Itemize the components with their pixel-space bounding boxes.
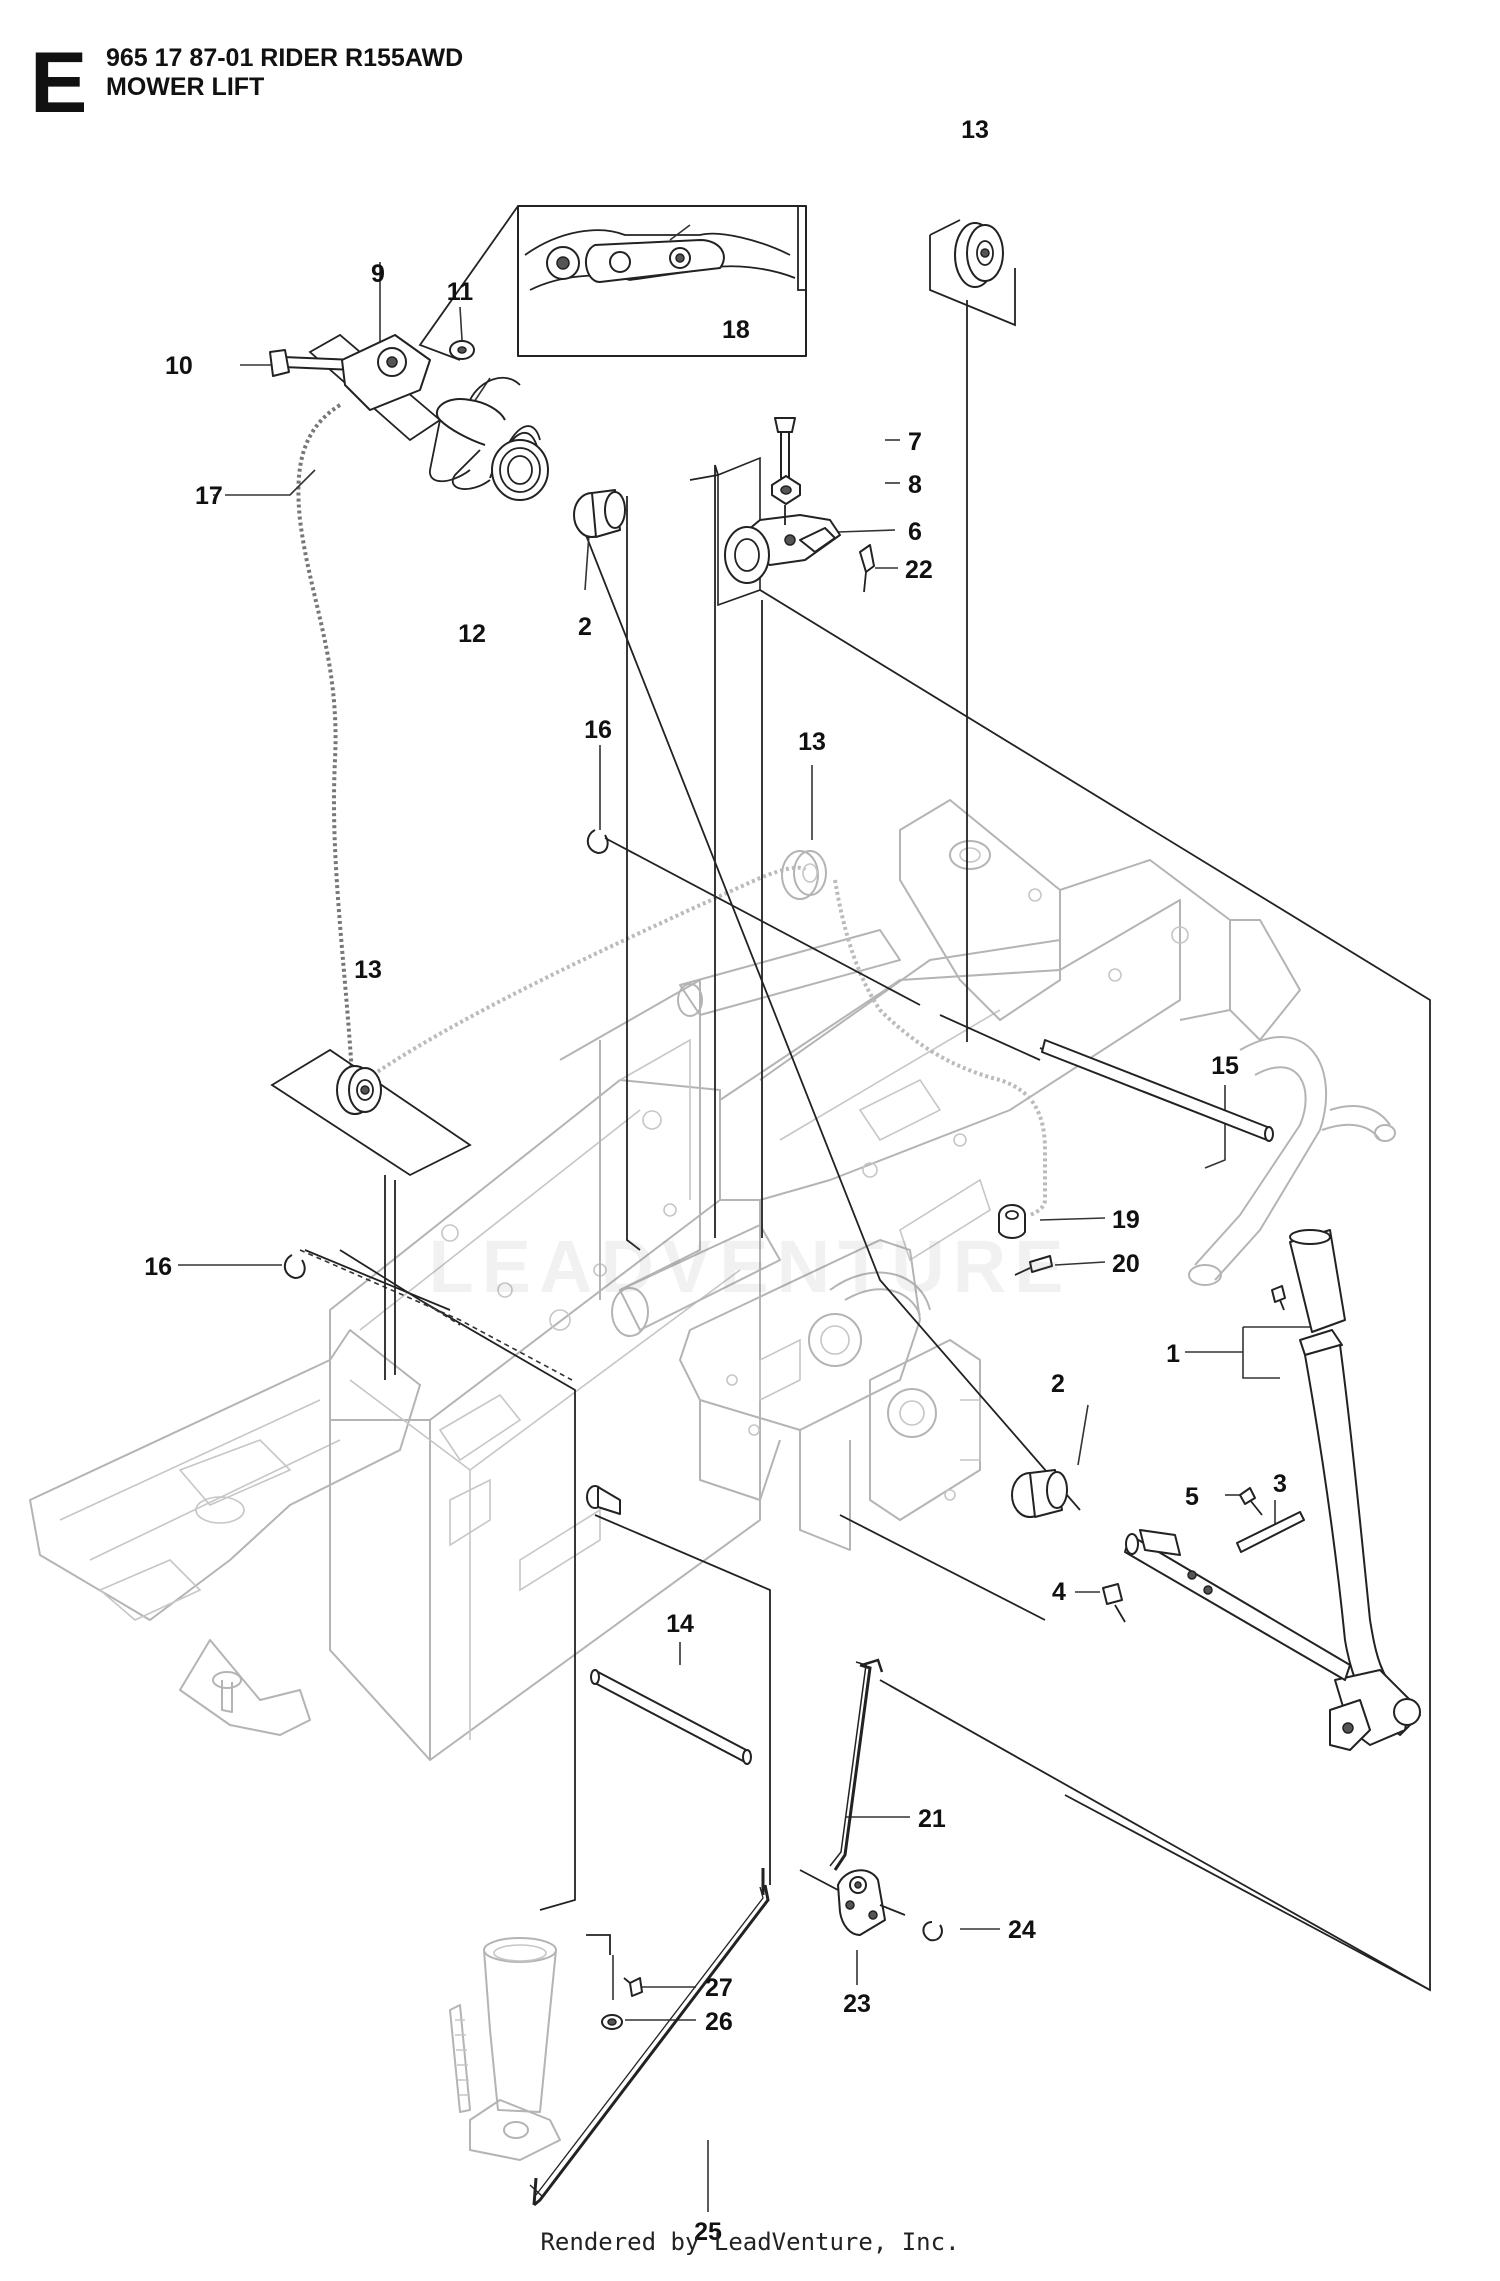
callout-21: 21 (918, 1805, 946, 1833)
part-12-spring (429, 376, 549, 501)
part-2-lower-bushing (1011, 1469, 1068, 1518)
callout-4: 4 (1052, 1578, 1066, 1606)
ghost-frame (29, 799, 1396, 1761)
callout-10: 10 (165, 352, 193, 380)
part-2-upper-bushing (573, 489, 626, 538)
callout-8: 8 (908, 471, 922, 499)
callout-26: 26 (705, 2008, 733, 2036)
callout-2-upper: 2 (578, 613, 592, 641)
section-letter: E (30, 35, 88, 131)
chain-assembly (296, 403, 1047, 1217)
part-26-washer (601, 2014, 623, 2030)
parts (269, 222, 1421, 2207)
part-16-clip-lower (283, 1254, 306, 1279)
callout-18: 18 (722, 316, 750, 344)
part-25-lower-rod (529, 1868, 770, 2207)
callout-16-lower: 16 (144, 1253, 172, 1281)
part-20-pin (1014, 1255, 1053, 1276)
part-14-rod (590, 1669, 752, 1765)
callout-6: 6 (908, 518, 922, 546)
part-4-pin (1102, 1583, 1126, 1623)
callout-7: 7 (908, 428, 922, 456)
callout-13-left: 13 (354, 956, 382, 984)
callout-2-lower: 2 (1051, 1370, 1065, 1398)
pedal-actuator-ghost (449, 1937, 561, 2161)
part-1-lift-lever (1271, 1229, 1421, 1751)
part-5-cotter (1239, 1487, 1263, 1516)
callout-20: 20 (1112, 1250, 1140, 1278)
callout-15: 15 (1211, 1052, 1239, 1080)
part-8-nut (771, 475, 801, 505)
part-13-pulley-middle (781, 850, 827, 900)
part-6-bracket (724, 505, 841, 584)
part-16-clip-upper (586, 829, 921, 1006)
callout-labels: 13 9 11 18 10 7 17 8 6 22 12 2 16 13 13 … (144, 116, 1287, 2246)
part-19-bushing (998, 1204, 1026, 1239)
frame-pivot-pin (586, 1485, 621, 1515)
part-23-lever-plate (799, 1869, 906, 1936)
watermark: LEADVENTURE (428, 1225, 1072, 1308)
diagram-title: MOWER LIFT (106, 73, 265, 101)
model-line: 965 17 87-01 RIDER R155AWD (106, 44, 464, 72)
callout-23: 23 (843, 1990, 871, 2018)
part-3-pin (1236, 1511, 1305, 1553)
part-13-pulley-left (336, 1065, 382, 1115)
callout-22: 22 (905, 556, 933, 584)
part-21-link-rod (829, 1658, 884, 1871)
callout-9: 9 (371, 260, 385, 288)
lift-shaft (1124, 1529, 1351, 1681)
callout-27: 27 (705, 1974, 733, 2002)
callout-13-top: 13 (961, 116, 989, 144)
callout-3: 3 (1273, 1470, 1287, 1498)
part-7-bolt (774, 417, 796, 479)
callout-1: 1 (1166, 1340, 1180, 1368)
callout-24: 24 (1008, 1916, 1036, 1944)
callout-5: 5 (1185, 1483, 1199, 1511)
callout-12: 12 (458, 620, 486, 648)
part-15-rod (1041, 1039, 1274, 1142)
diagram-header: 965 17 87-01 RIDER R155AWD MOWER LIFT (106, 44, 463, 102)
callout-14: 14 (666, 1610, 694, 1638)
part-27-cotter (623, 1977, 643, 1997)
part-13-pulley-top (954, 222, 1004, 288)
callout-13-middle: 13 (798, 728, 826, 756)
part-22-pin (859, 544, 875, 593)
part-24-e-clip (922, 1921, 943, 1942)
callout-16-upper: 16 (584, 716, 612, 744)
footer-credit: Rendered by LeadVenture, Inc. (540, 2228, 960, 2256)
callout-19: 19 (1112, 1206, 1140, 1234)
inset-boxes (270, 205, 1016, 1380)
callout-25: 25 (694, 2218, 722, 2246)
callout-17: 17 (195, 482, 223, 510)
callout-11: 11 (447, 278, 474, 306)
